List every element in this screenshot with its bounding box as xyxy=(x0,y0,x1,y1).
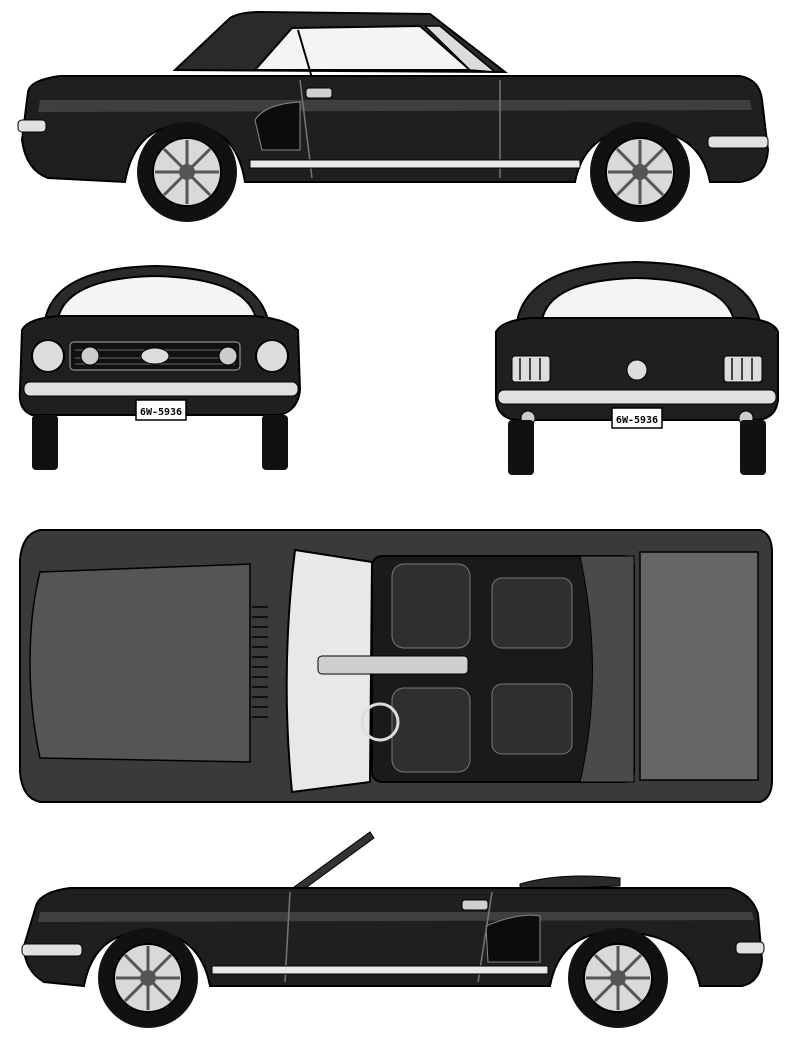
trunk-lid xyxy=(639,551,759,781)
fog-light-right xyxy=(218,346,238,366)
front-view-drawing: 6W-5936 xyxy=(18,264,302,470)
body-highlight xyxy=(38,100,752,112)
convertible-front-bumper xyxy=(21,943,83,957)
door-handle xyxy=(305,87,333,99)
front-tire-left xyxy=(32,415,58,470)
center-console xyxy=(317,655,469,675)
side-window xyxy=(252,24,473,71)
convertible-door-handle xyxy=(461,899,489,911)
side-view-convertible xyxy=(0,820,792,1050)
rear-tire-left xyxy=(508,420,534,475)
convertible-rocker-stripe xyxy=(211,965,549,975)
rear-tire-right xyxy=(740,420,766,475)
b-pillar xyxy=(297,29,313,79)
gas-cap-emblem xyxy=(626,359,648,381)
folded-top-boot xyxy=(579,555,635,783)
windshield-edge xyxy=(423,25,498,73)
side-view-hardtop xyxy=(0,0,792,240)
top-view-drawing xyxy=(19,529,773,803)
rear-window xyxy=(540,276,736,321)
convertible-side-scoop xyxy=(485,914,541,963)
hood xyxy=(29,563,251,763)
steering-wheel xyxy=(360,702,400,742)
front-seat-right xyxy=(391,563,471,649)
headlight-right xyxy=(255,339,289,373)
front-seat-left xyxy=(391,687,471,773)
rear-seat-left xyxy=(491,683,573,755)
rear-view-drawing: 6W-5936 xyxy=(495,260,779,475)
front-windshield xyxy=(56,274,258,319)
front-wheel xyxy=(590,122,690,222)
rear-wheel xyxy=(137,122,237,222)
rear-bumper-view xyxy=(497,389,777,405)
windshield-frame xyxy=(288,831,375,893)
front-bumper-view xyxy=(23,381,299,397)
rear-license-plate xyxy=(611,407,663,429)
convertible-rear-wheel xyxy=(568,928,668,1028)
side-view-convertible-drawing xyxy=(21,831,765,1028)
convertible-rear-bumper xyxy=(735,941,765,955)
fog-light-left xyxy=(80,346,100,366)
rear-seat-right xyxy=(491,577,573,649)
rear-plate-text: 6W-5936 xyxy=(616,415,658,426)
convertible-highlight xyxy=(38,912,754,922)
front-bumper xyxy=(707,135,769,149)
cowl-vents xyxy=(252,606,268,718)
rear-view: 6W-5936 xyxy=(482,250,792,490)
front-license-plate xyxy=(135,399,187,421)
headlight-left xyxy=(31,339,65,373)
folded-top xyxy=(519,875,621,891)
front-view: 6W-5936 xyxy=(0,250,310,490)
front-plate-text: 6W-5936 xyxy=(140,407,182,418)
convertible-front-wheel xyxy=(98,928,198,1028)
rear-bumper xyxy=(17,119,47,133)
top-view xyxy=(0,512,792,812)
side-scoop xyxy=(254,101,301,151)
rocker-stripe xyxy=(249,159,581,169)
front-tire-right xyxy=(262,415,288,470)
pony-emblem xyxy=(140,347,170,365)
side-view-hardtop-drawing xyxy=(17,10,770,222)
